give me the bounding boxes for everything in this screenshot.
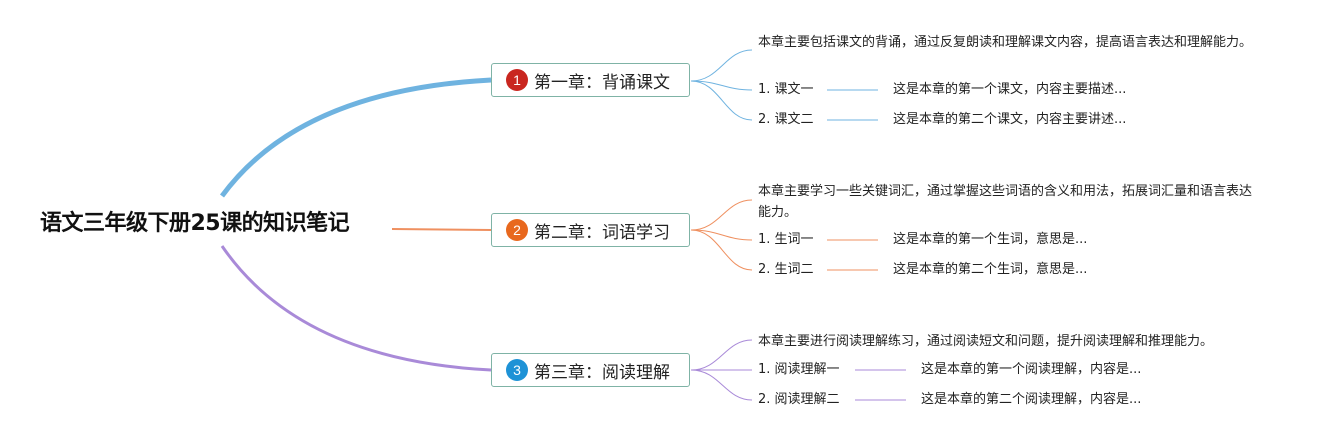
chapter-number-badge: 2 [506, 219, 528, 241]
chapter-2-connectors [690, 199, 878, 271]
chapter-3-summary[interactable]: 本章主要进行阅读理解练习，通过阅读短文和问题，提升阅读理解和推理能力。 [758, 334, 1214, 349]
chapter-2-item-2-desc[interactable]: 这是本章的第二个生词，意思是... [893, 262, 1088, 277]
chapter-2-item-1-desc[interactable]: 这是本章的第一个生词，意思是... [893, 232, 1088, 247]
chapter-1-item-2-desc[interactable]: 这是本章的第二个课文，内容主要讲述... [893, 112, 1127, 127]
branch-connector-3 [220, 245, 492, 372]
chapter-title: 第三章：阅读理解 [534, 362, 670, 383]
root-topic[interactable]: 语文三年级下册25课的知识笔记 [40, 211, 350, 236]
chapter-node-2[interactable]: 2 第二章：词语学习 [491, 213, 690, 247]
chapter-title: 第二章：词语学习 [534, 222, 670, 243]
chapter-number-badge: 1 [506, 69, 528, 91]
chapter-2-item-2-label[interactable]: 2. 生词二 [758, 262, 814, 277]
chapter-3-item-1-desc[interactable]: 这是本章的第一个阅读理解，内容是... [921, 362, 1142, 377]
chapter-3-item-2-desc[interactable]: 这是本章的第二个阅读理解，内容是... [921, 392, 1142, 407]
chapter-2-item-1-label[interactable]: 1. 生词一 [758, 232, 814, 247]
chapter-title: 第一章：背诵课文 [534, 72, 670, 93]
chapter-number-badge: 3 [506, 359, 528, 381]
chapter-3-item-2-label[interactable]: 2. 阅读理解二 [758, 392, 840, 407]
chapter-3-item-1-label[interactable]: 1. 阅读理解一 [758, 362, 840, 377]
branch-connector-2 [391, 228, 492, 231]
branch-connector-1 [219, 77, 492, 198]
chapter-1-item-1-label[interactable]: 1. 课文一 [758, 82, 814, 97]
chapter-node-1[interactable]: 1 第一章：背诵课文 [491, 63, 690, 97]
chapter-1-item-2-label[interactable]: 2. 课文二 [758, 112, 814, 127]
chapter-1-summary[interactable]: 本章主要包括课文的背诵，通过反复朗读和理解课文内容，提高语言表达和理解能力。 [758, 35, 1253, 50]
chapter-1-item-1-desc[interactable]: 这是本章的第一个课文，内容主要描述... [893, 82, 1127, 97]
chapter-1-connectors [690, 49, 878, 121]
chapter-node-3[interactable]: 3 第三章：阅读理解 [491, 353, 690, 387]
chapter-3-connectors [690, 339, 906, 401]
chapter-2-summary[interactable]: 本章主要学习一些关键词汇，通过掌握这些词语的含义和用法，拓展词汇量和语言表达能力… [758, 184, 1253, 220]
